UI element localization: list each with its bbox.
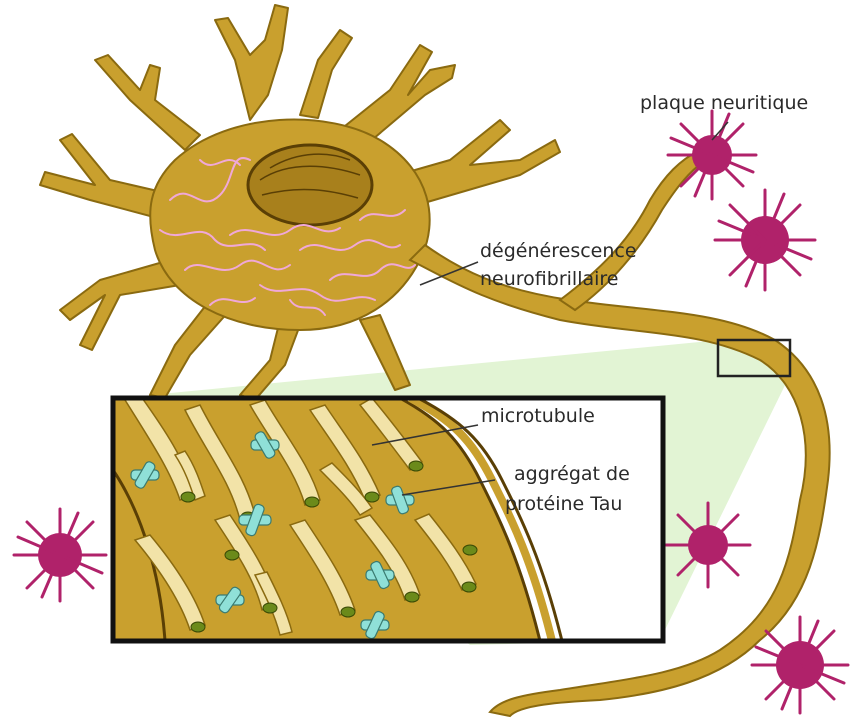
label-proteine-tau: protéine Tau bbox=[505, 493, 622, 516]
label-aggregat: aggrégat de bbox=[514, 463, 630, 486]
amyloid-plaque-icon bbox=[668, 111, 756, 199]
nucleus bbox=[248, 145, 372, 225]
amyloid-plaque-icon bbox=[752, 617, 848, 713]
amyloid-plaque-icon bbox=[14, 509, 106, 601]
amyloid-plaque-icon bbox=[715, 190, 815, 290]
label-microtubule: microtubule bbox=[481, 405, 595, 428]
label-degenerescence: dégénérescence bbox=[480, 240, 637, 263]
label-plaque-neuritique: plaque neuritique bbox=[640, 92, 808, 115]
zoom-inset bbox=[113, 395, 663, 641]
amyloid-plaque-icon bbox=[666, 503, 750, 587]
label-neurofibrillaire: neurofibrillaire bbox=[480, 268, 618, 291]
